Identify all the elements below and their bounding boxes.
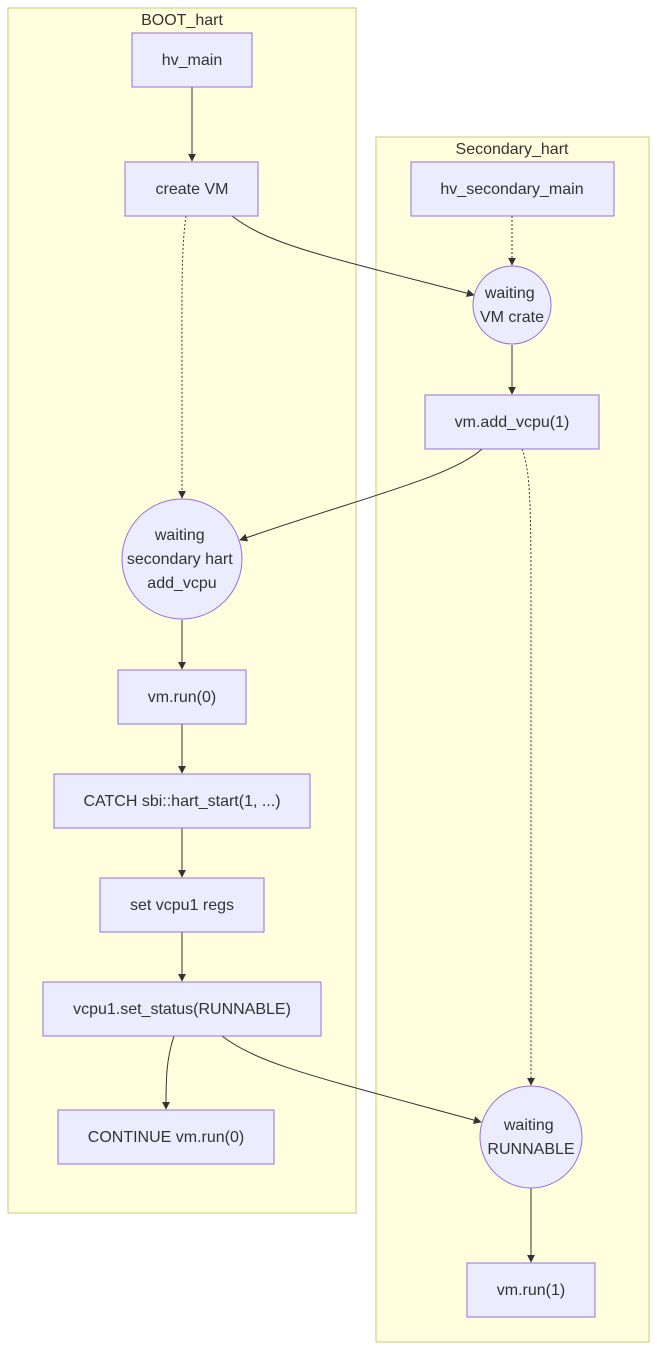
svg-text:CATCH sbi::hart_start(1, ...): CATCH sbi::hart_start(1, ...) xyxy=(83,793,280,810)
node-vm-run-1-label: vm.run(1) xyxy=(497,1282,565,1299)
svg-text:create VM: create VM xyxy=(156,181,229,198)
node-vm-run-1[interactable]: vm.run(1) xyxy=(466,1262,596,1318)
edges xyxy=(162,87,535,1263)
node-set-vcpu1-regs[interactable]: set vcpu1 regs xyxy=(99,877,265,933)
node-catch-sbi-hart-start[interactable]: CATCH sbi::hart_start(1, ...) xyxy=(53,773,311,829)
svg-text:hv_main: hv_main xyxy=(162,52,222,69)
svg-text:set vcpu1 regs: set vcpu1 regs xyxy=(130,897,234,914)
cluster-boot-hart-title: BOOT_hart xyxy=(141,12,223,29)
node-vcpu1-set-status[interactable]: vcpu1.set_status(RUNNABLE) xyxy=(42,981,322,1037)
node-continue-vm-run-0[interactable]: CONTINUE vm.run(0) xyxy=(57,1109,275,1165)
node-hv-secondary-main-label: hv_secondary_main xyxy=(440,181,583,198)
node-waiting-vm-crate-line-1: waiting xyxy=(484,285,535,302)
node-hv-main-label: hv_main xyxy=(162,52,222,69)
node-create-vm[interactable]: create VM xyxy=(124,161,259,217)
node-hv-secondary-main[interactable]: hv_secondary_main xyxy=(410,161,615,217)
node-vm-run-0[interactable]: vm.run(0) xyxy=(117,669,247,725)
node-hv-main[interactable]: hv_main xyxy=(131,32,253,88)
node-waiting-secondary-line-1: waiting xyxy=(154,527,205,544)
node-set-vcpu1-regs-label: set vcpu1 regs xyxy=(130,897,234,914)
node-waiting-secondary-hart[interactable]: waiting secondary hart add_vcpu xyxy=(121,498,243,620)
svg-text:vm.add_vcpu(1): vm.add_vcpu(1) xyxy=(455,414,570,431)
node-create-vm-label: create VM xyxy=(156,181,229,198)
node-vm-add-vcpu-1[interactable]: vm.add_vcpu(1) xyxy=(424,394,600,450)
svg-text:waiting RUNNABLE: waiting RUNNABLE xyxy=(487,1117,574,1158)
node-waiting-secondary-line-3: add_vcpu xyxy=(147,575,216,592)
node-vm-add-vcpu-1-label: vm.add_vcpu(1) xyxy=(455,414,570,431)
node-vcpu1-set-status-label: vcpu1.set_status(RUNNABLE) xyxy=(73,1001,291,1018)
edge-add-vcpu1-to-waiting-secondary xyxy=(239,448,483,542)
node-catch-sbi-label: CATCH sbi::hart_start(1, ...) xyxy=(83,793,280,810)
node-vm-run-0-label: vm.run(0) xyxy=(148,689,216,706)
node-waiting-secondary-line-2: secondary hart xyxy=(127,551,233,568)
svg-text:waiting VM crate: waiting VM crate xyxy=(480,285,544,326)
svg-text:hv_secondary_main: hv_secondary_main xyxy=(440,181,583,198)
node-waiting-runnable-line-1: waiting xyxy=(503,1117,554,1134)
node-waiting-runnable[interactable]: waiting RUNNABLE xyxy=(479,1085,583,1189)
cluster-secondary-hart-title: Secondary_hart xyxy=(456,141,570,158)
svg-text:CONTINUE vm.run(0): CONTINUE vm.run(0) xyxy=(88,1129,244,1146)
svg-text:vm.run(1): vm.run(1) xyxy=(497,1282,565,1299)
edge-create-vm-to-waiting-secondary xyxy=(178,215,187,499)
edge-create-vm-to-waiting-vm xyxy=(231,215,475,298)
node-continue-vm-run-0-label: CONTINUE vm.run(0) xyxy=(88,1129,244,1146)
edge-set-status-to-waiting-runnable xyxy=(221,1035,482,1124)
svg-text:waiting secondary hart: waiting secondary hart add_vcpu xyxy=(127,527,237,592)
node-waiting-vm-crate-line-2: VM crate xyxy=(480,309,544,326)
svg-text:vcpu1.set_status(RUNNABLE): vcpu1.set_status(RUNNABLE) xyxy=(73,1001,291,1018)
edge-set-status-to-continue-run xyxy=(162,1035,175,1110)
node-waiting-runnable-line-2: RUNNABLE xyxy=(487,1141,574,1158)
edge-add-vcpu1-to-waiting-runnable xyxy=(521,448,535,1086)
svg-text:vm.run(0): vm.run(0) xyxy=(148,689,216,706)
node-waiting-vm-crate[interactable]: waiting VM crate xyxy=(472,265,552,345)
